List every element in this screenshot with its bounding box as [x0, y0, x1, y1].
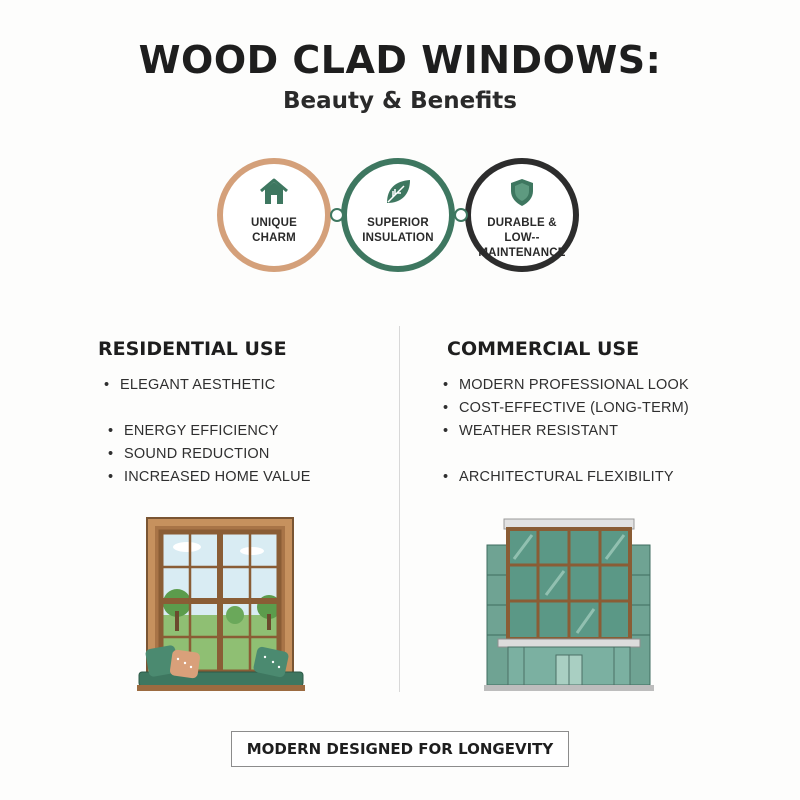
benefit-label: DURABLE & LOW--MAINTENANCE	[478, 217, 566, 259]
column-divider	[399, 326, 400, 692]
connector-dot	[330, 208, 344, 222]
benefit-circle-unique-charm: UNIQUE CHARM	[217, 158, 331, 272]
benefit-label: UNIQUE CHARM	[251, 217, 297, 244]
connector-dot	[454, 208, 468, 222]
residential-item: INCREASED HOME VALUE	[108, 469, 311, 485]
commercial-item: WEATHER RESISTANT	[443, 423, 618, 439]
benefit-circle-durable-low-maintenance: DURABLE & LOW--MAINTENANCE	[465, 158, 579, 272]
benefit-circle-superior-insulation: SUPERIOR INSULATION	[341, 158, 455, 272]
commercial-building-illustration	[484, 515, 654, 700]
residential-item: SOUND REDUCTION	[108, 446, 270, 462]
commercial-item: COST-EFFECTIVE (LONG-TERM)	[443, 400, 689, 416]
residential-item: ENERGY EFFICIENCY	[108, 423, 279, 439]
residential-item: ELEGANT AESTHETIC	[104, 377, 275, 393]
benefit-label: SUPERIOR INSULATION	[362, 217, 434, 244]
house-icon	[223, 176, 325, 208]
commercial-item: ARCHITECTURAL FLEXIBILITY	[443, 469, 674, 485]
shield-icon	[471, 176, 573, 208]
leaf-icon	[347, 176, 449, 208]
commercial-item: MODERN PROFESSIONAL LOOK	[443, 377, 689, 393]
page-subtitle: Beauty & Benefits	[283, 88, 517, 114]
footer-tagline-box: MODERN DESIGNED FOR LONGEVITY	[231, 731, 569, 767]
residential-window-illustration	[137, 515, 307, 700]
commercial-heading: COMMERCIAL USE	[447, 338, 640, 360]
page-title: WOOD CLAD WINDOWS:	[138, 38, 662, 82]
residential-heading: RESIDENTIAL USE	[98, 338, 287, 360]
